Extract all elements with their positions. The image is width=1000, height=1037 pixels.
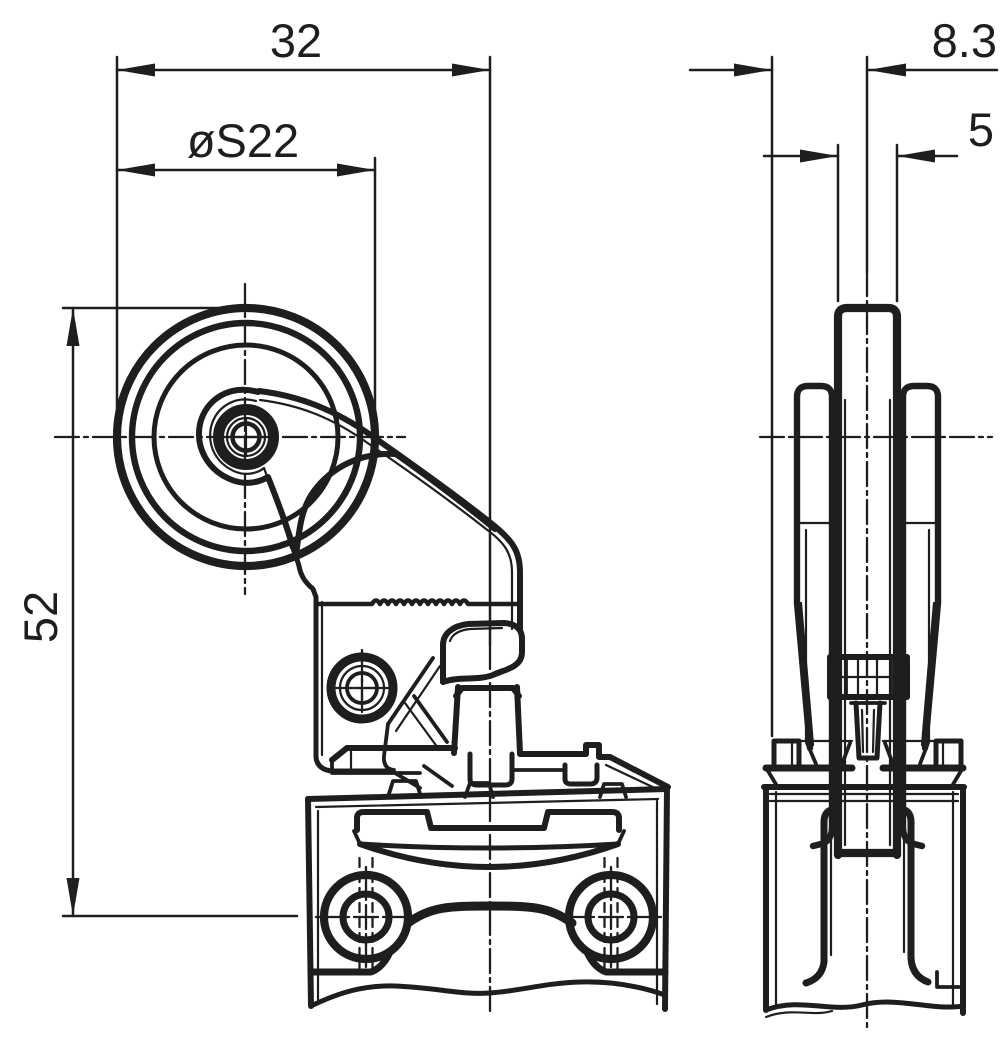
collar-inner-lines: [828, 658, 909, 696]
side-view: [758, 55, 994, 1034]
roller-inner-circle: [151, 342, 341, 532]
body-top-edge: [305, 786, 670, 802]
fork-lever-side: [793, 382, 942, 850]
dim-text-5: 5: [968, 103, 994, 156]
body-slot: [354, 809, 622, 833]
dim-text-s22: øS22: [187, 114, 299, 167]
break-line-side-2: [764, 1009, 834, 1019]
arrowhead-left-icon: [117, 163, 155, 177]
arrowhead-left-icon: [868, 63, 906, 77]
clamp-screw: [326, 648, 449, 772]
switch-body-front: [305, 786, 670, 1012]
hub-outline: [196, 386, 299, 559]
block-inner-lines: [790, 739, 945, 768]
clamp-link-b: [412, 694, 449, 744]
front-centerlines: [53, 55, 492, 1017]
bearing-ring: [213, 404, 279, 470]
arm-inner-line: [258, 398, 514, 631]
plunger-cap: [440, 620, 525, 756]
cap-outline: [440, 620, 525, 685]
clamp-link-a: [386, 656, 435, 726]
plate-slant-inner: [604, 763, 661, 792]
plate-top-left: [329, 745, 458, 763]
head-end-blocks: [771, 738, 964, 769]
plate-top-right: [517, 742, 613, 760]
plate-bottom-left: [330, 758, 422, 775]
arrowhead-right-icon: [734, 63, 772, 77]
head-notch-slants: [805, 741, 930, 766]
boss-strap: [403, 901, 577, 928]
cap-inner-line: [448, 626, 504, 643]
lens-hooks: [352, 829, 626, 846]
plunger-pin: [853, 700, 883, 761]
recess-inner-lines: [829, 814, 906, 957]
dimension-roller-offset-8-3: 8.3: [688, 14, 999, 738]
mounting-hole-left: [314, 856, 418, 976]
plate-texture-slants: [393, 764, 454, 790]
break-line-front: [308, 979, 668, 1009]
fork-inner-lines: [799, 528, 936, 747]
switch-body-side: [761, 784, 967, 1019]
dimension-overall-width-32: 32: [115, 14, 492, 428]
dim-text-52: 52: [14, 591, 67, 643]
hole-bore: [584, 890, 638, 944]
plunger-shaft: [451, 684, 523, 756]
cap-washer-edge: [440, 666, 511, 685]
fork-arm-left: [793, 382, 836, 850]
arrowhead-left-icon: [117, 63, 155, 77]
dimension-roller-width-5: 5: [762, 103, 994, 303]
lever-body-curve: [293, 450, 498, 559]
mounting-hole-right: [559, 856, 663, 976]
lever-left-edge: [293, 553, 396, 774]
clamp-link-b2: [403, 701, 440, 750]
head-side: [762, 738, 967, 788]
body-step: [935, 970, 964, 989]
arrowhead-right-icon: [800, 149, 838, 163]
head-corner-slants: [766, 769, 963, 788]
dim-text-8-3: 8.3: [932, 14, 997, 67]
hole-bore: [339, 890, 393, 944]
plate-slant-right: [607, 754, 671, 790]
roller-wheel: [112, 303, 380, 571]
plate-tab-right: [562, 762, 600, 787]
pin-inner-lines: [860, 708, 876, 754]
lens-bottom-curve: [357, 841, 621, 870]
dim-text-32: 32: [270, 14, 322, 67]
body-side-edges: [305, 786, 670, 1012]
body-side-edges: [763, 784, 966, 1016]
body-top-inner-lines: [768, 792, 960, 803]
cavity-recess: [802, 805, 932, 987]
lever-arm: [196, 386, 523, 774]
hub-inner-line: [209, 398, 293, 550]
arrowhead-down-icon: [66, 878, 80, 916]
dimension-lever-height-52: 52: [14, 306, 299, 918]
lens-top-curve: [357, 841, 621, 851]
arrowhead-right-icon: [452, 63, 490, 77]
roller-column: [833, 303, 902, 860]
clamp-collar: [827, 654, 910, 700]
arrowhead-left-icon: [897, 149, 935, 163]
dimension-roller-diameter-s22: øS22: [115, 114, 377, 445]
serration-line: [313, 598, 519, 607]
fork-arm-right: [899, 382, 942, 850]
clamp-foot: [382, 722, 396, 772]
body-top-inner: [314, 797, 660, 809]
front-view: [53, 55, 671, 1017]
arrowhead-up-icon: [66, 308, 80, 346]
body-side-inner: [774, 790, 955, 1010]
break-line-side: [763, 999, 966, 1013]
arrowhead-right-icon: [337, 163, 375, 177]
